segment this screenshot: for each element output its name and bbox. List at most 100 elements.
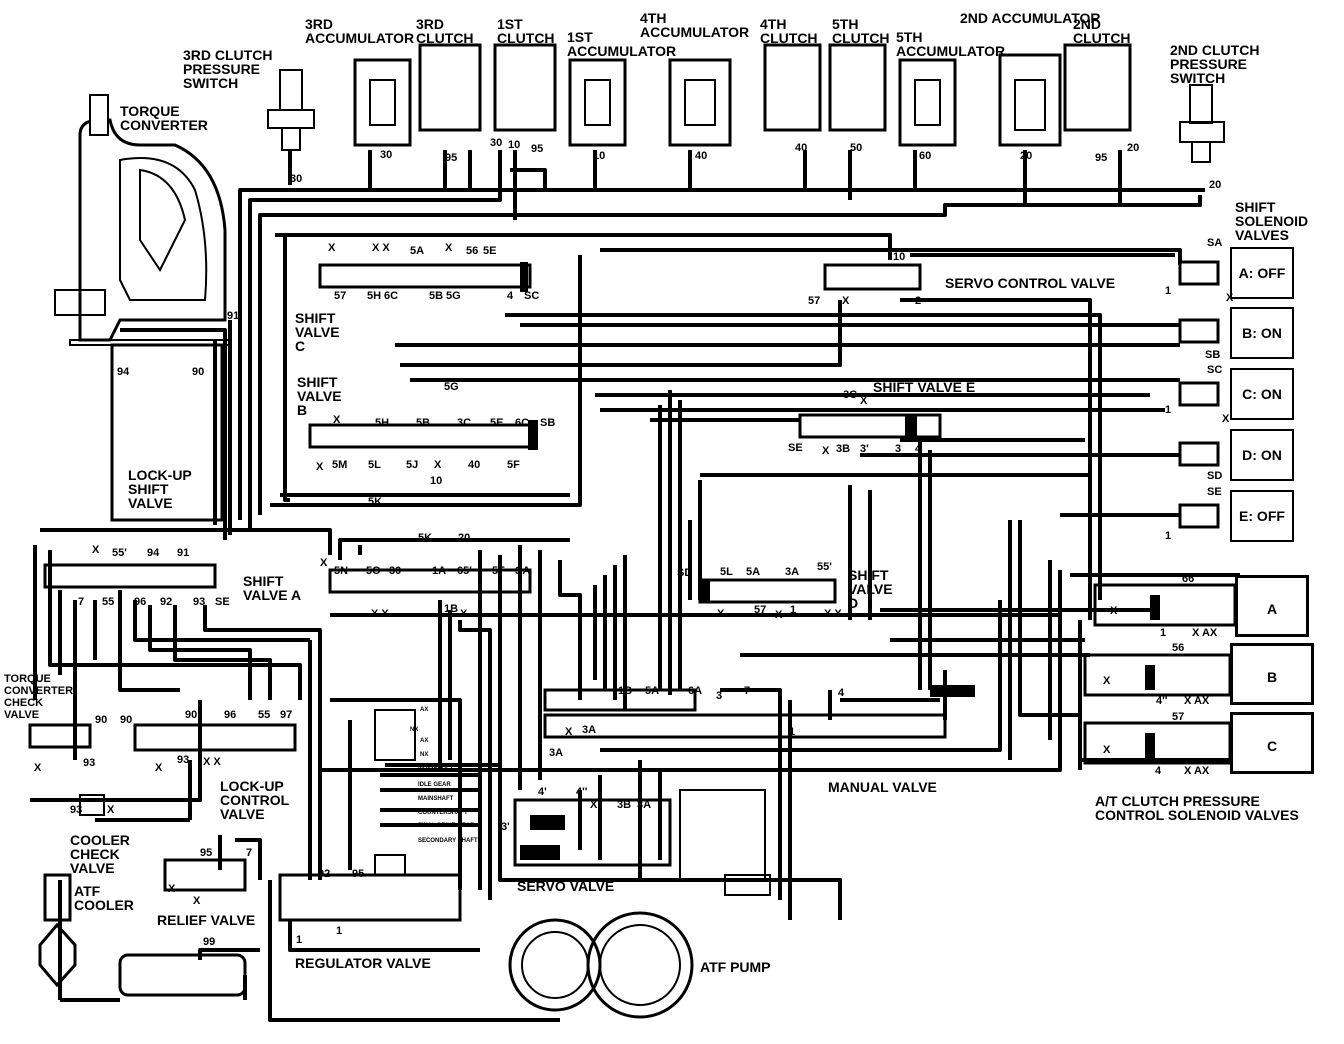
passage-10: 10 bbox=[508, 139, 521, 151]
passage-3c: 3C bbox=[843, 389, 858, 401]
passage-40: 40 bbox=[695, 150, 708, 162]
passage-3a: 3A bbox=[785, 566, 800, 578]
passage-xx: X X bbox=[372, 242, 390, 254]
passage-4: 4 bbox=[507, 290, 514, 302]
solenoid-e-box: E: OFF bbox=[1230, 490, 1294, 542]
solenoid-a-box: A: OFF bbox=[1230, 247, 1294, 299]
passage-5b: 5B bbox=[429, 290, 444, 302]
shift-valve-e-label: SHIFT VALVE E bbox=[873, 379, 976, 395]
passage-5k: 5K bbox=[418, 532, 433, 544]
pressure-control-a-label: A bbox=[1266, 601, 1278, 617]
passage-x: X bbox=[155, 762, 163, 774]
shaft-label-nx2: NX bbox=[420, 752, 429, 758]
top-row-components bbox=[353, 43, 1132, 147]
third-accumulator-label: 3RD ACCUMULATOR bbox=[305, 16, 415, 46]
passage-4pp: 4'' bbox=[576, 786, 588, 798]
fourth-accumulator-label: 4TH ACCUMULATOR bbox=[640, 10, 750, 40]
passage-4: 4 bbox=[915, 443, 922, 455]
passage-65prime: 65' bbox=[457, 565, 472, 577]
passage-2: 2 bbox=[915, 295, 922, 307]
solenoid-d-state: D: ON bbox=[1242, 447, 1282, 463]
regulator-valve-label: REGULATOR VALVE bbox=[295, 955, 431, 971]
passage-95: 95 bbox=[445, 152, 458, 164]
passage-x-ax: X AX bbox=[1184, 765, 1210, 777]
shaft-label-mainshaft1: MAINSHAFT bbox=[418, 764, 454, 770]
passage-40: 40 bbox=[468, 459, 481, 471]
passage-5h: 5H bbox=[375, 417, 390, 429]
passage-91: 91 bbox=[177, 547, 190, 559]
passage-4prime: 4' bbox=[538, 786, 547, 798]
shaft-label-mainshaft2: MAINSHAFT bbox=[418, 796, 454, 802]
passage-20: 20 bbox=[1209, 179, 1222, 191]
shift-valve-d-label: SHIFT VALVE D bbox=[848, 567, 893, 611]
lockup-shift-valve-label: LOCK-UP SHIFT VALVE bbox=[128, 467, 192, 511]
passage-90: 90 bbox=[95, 714, 108, 726]
fifth-clutch-label: 5TH CLUTCH bbox=[832, 16, 890, 46]
passage-5g: 5G bbox=[444, 381, 459, 393]
lockup-control-valve-label: LOCK-UP CONTROL VALVE bbox=[220, 778, 290, 822]
passage-96: 96 bbox=[134, 596, 147, 608]
passage-5e: 5E bbox=[490, 417, 504, 429]
passage-95: 95 bbox=[352, 868, 365, 880]
passage-95: 95 bbox=[200, 847, 213, 859]
passage-4: 4 bbox=[1155, 765, 1162, 777]
first-clutch-label: 1ST CLUTCH bbox=[497, 16, 555, 46]
servo-control-valve-label: SERVO CONTROL VALVE bbox=[945, 275, 1116, 291]
passage-sb: SB bbox=[540, 417, 556, 429]
passage-95: 95 bbox=[531, 143, 544, 155]
passage-56: 56 bbox=[1172, 642, 1185, 654]
passage-55: 55 bbox=[102, 596, 115, 608]
passage-7: 7 bbox=[78, 596, 85, 608]
first-accumulator-label: 1ST ACCUMULATOR bbox=[567, 29, 677, 59]
passage-sa: SA bbox=[1207, 237, 1223, 249]
passage-x: X bbox=[1103, 675, 1111, 687]
passage-1a: 1A bbox=[432, 565, 447, 577]
passage-30: 30 bbox=[389, 565, 402, 577]
third-clutch-label: 3RD CLUTCH bbox=[416, 16, 474, 46]
passage-1: 1 bbox=[336, 925, 343, 937]
passage-60: 60 bbox=[919, 150, 932, 162]
shift-valve-b-label: SHIFT VALVE B bbox=[297, 374, 342, 418]
passage-55prime: 55' bbox=[817, 561, 832, 573]
relief-valve-label: RELIEF VALVE bbox=[157, 912, 256, 928]
passage-x: X bbox=[445, 242, 453, 254]
passage-x: X bbox=[460, 608, 468, 620]
passage-7: 7 bbox=[744, 685, 751, 697]
passage-3a: 3A bbox=[637, 799, 652, 811]
passage-55: 55 bbox=[258, 709, 271, 721]
passage-3b: 3B bbox=[617, 799, 632, 811]
passage-5a: 5A bbox=[746, 566, 761, 578]
passage-20: 20 bbox=[1127, 142, 1140, 154]
clutch-pressure-solenoids-label: A/T CLUTCH PRESSURE CONTROL SOLENOID VAL… bbox=[1095, 793, 1299, 823]
passage-99: 99 bbox=[203, 936, 216, 948]
passage-5j: 5J bbox=[406, 459, 419, 471]
passage-93: 93 bbox=[177, 754, 190, 766]
pressure-control-b-label: B bbox=[1266, 669, 1278, 685]
passage-94: 94 bbox=[147, 547, 160, 559]
passage-93: 93 bbox=[70, 804, 83, 816]
passage-93: 93 bbox=[83, 757, 96, 769]
passage-x: X bbox=[193, 895, 201, 907]
passage-se: SE bbox=[788, 442, 803, 454]
solenoid-e-state: E: OFF bbox=[1239, 508, 1285, 524]
passage-1b: 1B bbox=[444, 603, 459, 615]
third-clutch-pressure-switch-label: 3RD CLUTCH PRESSURE SWITCH bbox=[183, 47, 273, 91]
torque-converter-check-valve-label: TORQUE CONVERTER CHECK VALVE bbox=[4, 673, 74, 721]
component-outlines bbox=[28, 43, 1237, 1019]
passage-x: X bbox=[34, 762, 42, 774]
passage-1: 1 bbox=[296, 934, 303, 946]
passage-57: 57 bbox=[808, 295, 821, 307]
passage-30: 30 bbox=[490, 137, 503, 149]
passage-5e: 5E bbox=[483, 245, 497, 257]
passage-57: 57 bbox=[1172, 711, 1185, 723]
hydraulic-lines bbox=[30, 150, 1240, 1022]
passage-x: X bbox=[1103, 744, 1111, 756]
passage-92: 92 bbox=[160, 596, 173, 608]
passage-sd: SD bbox=[677, 567, 693, 579]
passage-93: 93 bbox=[193, 596, 206, 608]
shaft-label-idle-gear: IDLE GEAR bbox=[418, 782, 451, 788]
passage-5f: 5F bbox=[507, 459, 520, 471]
passage-90: 90 bbox=[192, 366, 205, 378]
second-clutch-pressure-switch-label: 2ND CLUTCH PRESSURE SWITCH bbox=[1170, 42, 1260, 86]
torque-converter-label: TORQUE CONVERTER bbox=[120, 103, 208, 133]
